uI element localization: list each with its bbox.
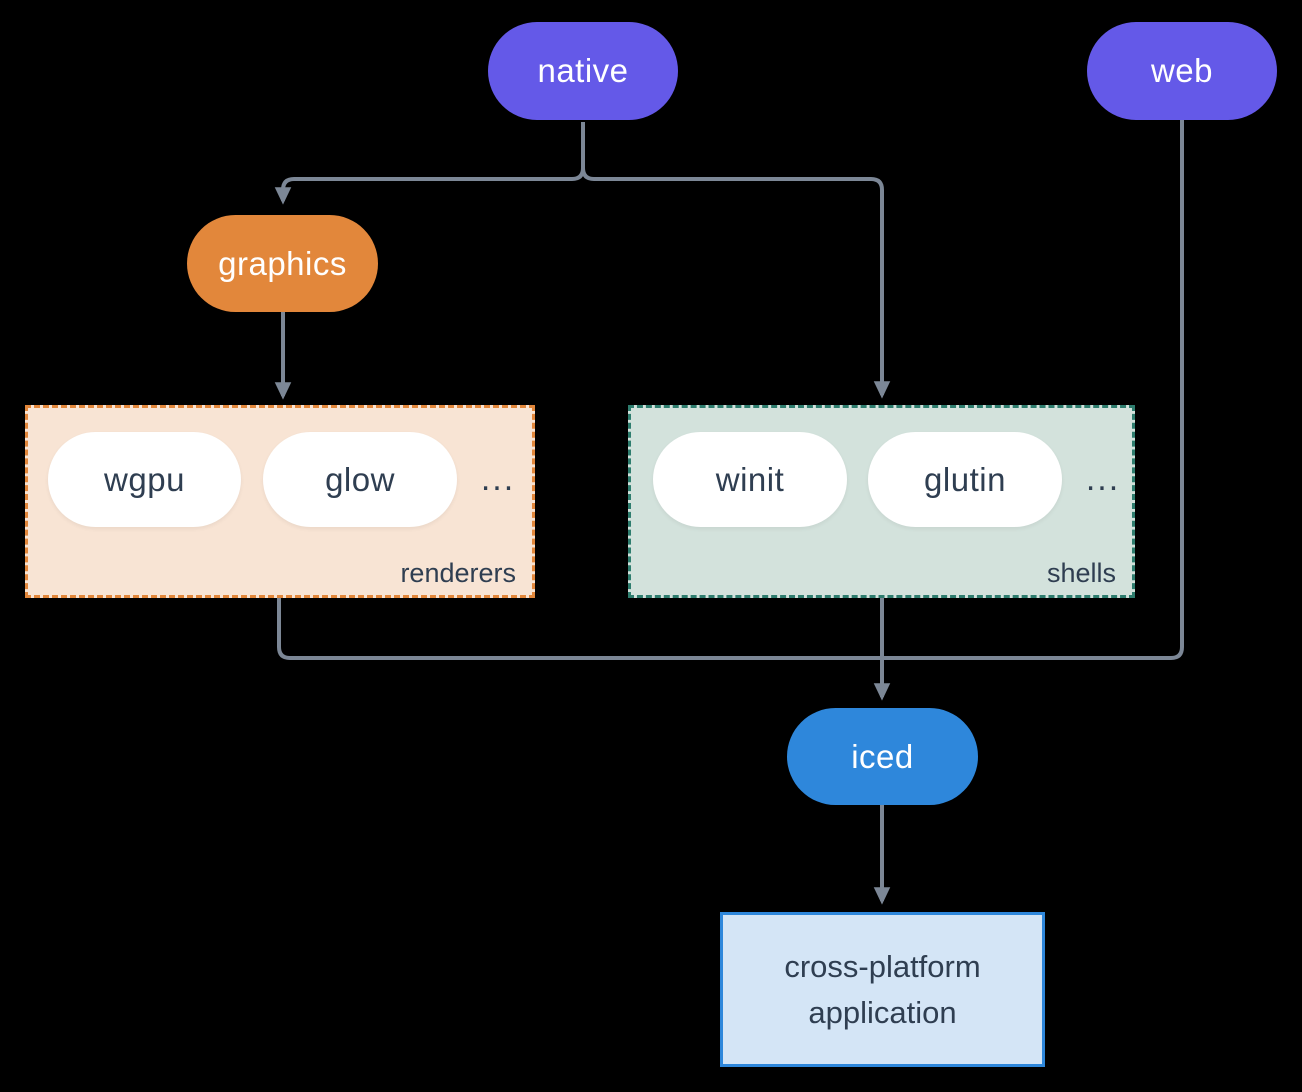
node-native-label: native — [537, 52, 629, 89]
node-iced-label: iced — [851, 737, 914, 775]
app-label-line2: application — [808, 994, 957, 1030]
node-glutin-label: glutin — [924, 460, 1006, 498]
node-glow-label: glow — [325, 460, 395, 498]
node-glutin: glutin — [868, 432, 1062, 527]
edge-native-shells — [581, 122, 891, 399]
app-label-line1: cross-platform — [784, 948, 981, 984]
node-glow: glow — [263, 432, 457, 527]
node-graphics: graphics — [187, 215, 378, 312]
node-winit-label: winit — [715, 460, 785, 498]
node-cross-platform-application: cross-platform application — [720, 912, 1045, 1067]
node-winit: winit — [653, 432, 847, 527]
node-wgpu-label: wgpu — [104, 460, 185, 498]
shells-group-label: shells — [1046, 558, 1116, 588]
edge-renderers-junction — [277, 597, 882, 660]
edge-web-junction — [884, 120, 1184, 660]
node-web: web — [1087, 22, 1277, 120]
node-wgpu: wgpu — [48, 432, 241, 527]
group-renderers: wgpu glow ... renderers — [25, 405, 535, 598]
node-native: native — [488, 22, 678, 120]
group-shells: winit glutin ... shells — [628, 405, 1135, 598]
node-web-label: web — [1150, 52, 1214, 89]
renderers-group-label: renderers — [400, 558, 516, 588]
renderers-ellipsis: ... — [480, 460, 516, 498]
node-graphics-label: graphics — [218, 244, 347, 282]
shells-ellipsis: ... — [1085, 460, 1121, 498]
node-iced: iced — [787, 708, 978, 805]
edge-native-graphics — [274, 122, 585, 205]
